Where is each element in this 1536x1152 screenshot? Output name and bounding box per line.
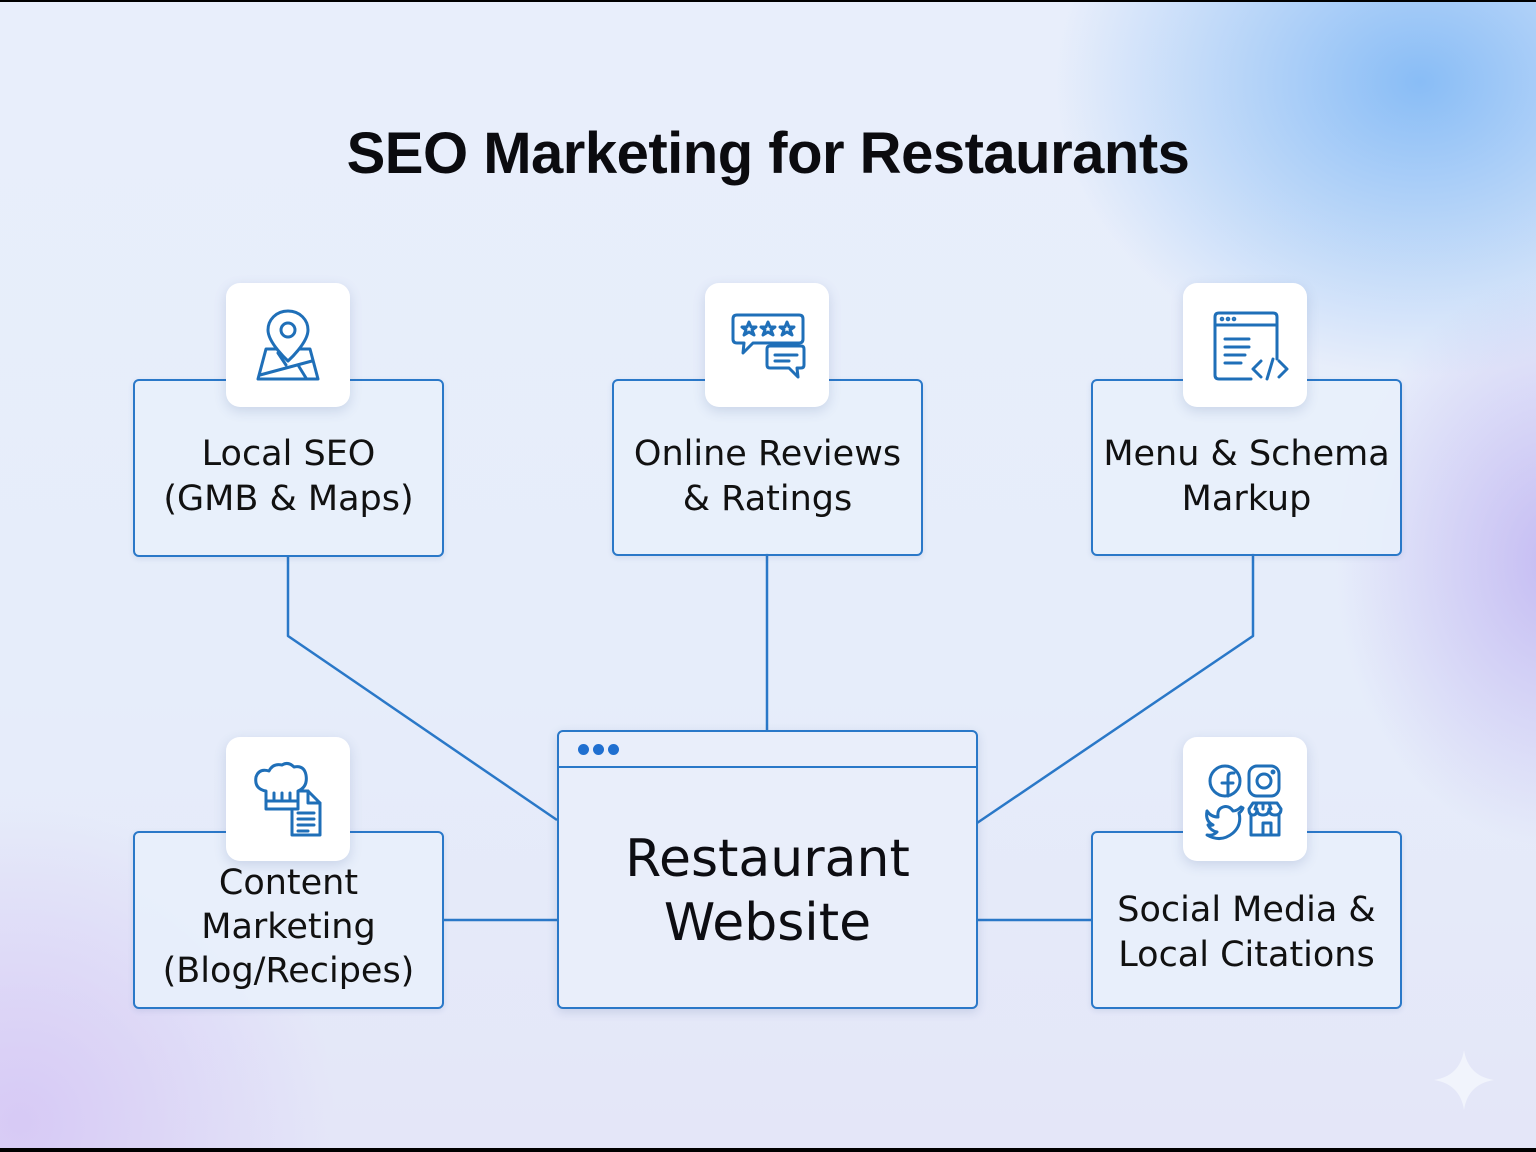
node-label: Online Reviews & Ratings (633, 433, 902, 519)
node-label: Social Media & Local Citations (1117, 890, 1376, 975)
browser-dot-icon (593, 744, 604, 755)
node-online-reviews: Online Reviews & Ratings (612, 379, 923, 556)
node-label: Menu & Schema Markup (1103, 433, 1390, 519)
chef-hat-document-icon (254, 761, 322, 837)
twitter-icon (1205, 805, 1245, 840)
facebook-icon (1208, 764, 1242, 798)
store-icon (1247, 801, 1283, 837)
tile-menu-schema (1183, 283, 1307, 407)
tile-local-seo (226, 283, 350, 407)
instagram-icon (1247, 764, 1281, 798)
browser-bar (559, 732, 976, 768)
tile-content-marketing (226, 737, 350, 861)
node-menu-schema: Menu & Schema Markup (1091, 379, 1402, 556)
sparkle-icon (1434, 1050, 1494, 1110)
map-pin-icon (256, 309, 320, 381)
tile-social-citations (1183, 737, 1307, 861)
tile-online-reviews (705, 283, 829, 407)
center-label: Restaurant Website (625, 829, 910, 953)
center-node-restaurant-website: Restaurant Website (557, 730, 978, 1009)
social-store-icons (1205, 764, 1283, 840)
node-label: Local SEO (GMB & Maps) (163, 434, 414, 519)
node-local-seo: Local SEO (GMB & Maps) (133, 379, 444, 557)
connector-local-seo (286, 555, 558, 822)
diagram-title: SEO Marketing for Restaurants (346, 121, 1190, 186)
node-label: Content Marketing (Blog/Recipes) (162, 863, 415, 991)
star-rating-chat-icon (731, 313, 806, 379)
connector-menu-schema (976, 553, 1255, 825)
browser-dot-icon (608, 744, 619, 755)
code-document-icon (1213, 311, 1289, 381)
browser-dot-icon (578, 744, 589, 755)
